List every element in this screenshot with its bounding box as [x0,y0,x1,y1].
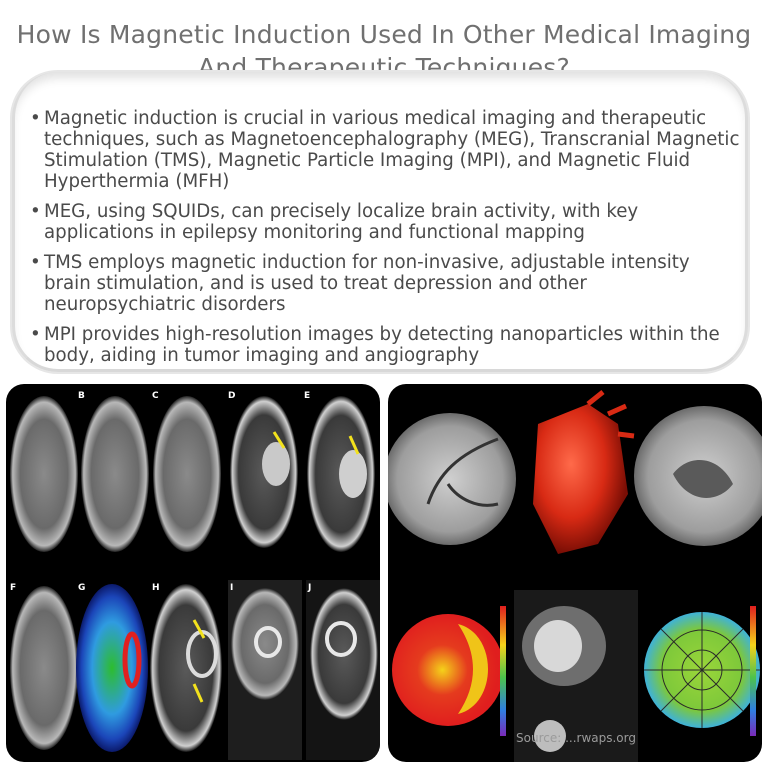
bullet-list: Magnetic induction is crucial in various… [30,108,742,375]
bullet-item: MEG, using SQUIDs, can precisely localiz… [30,201,742,243]
panel-label: G [78,583,85,593]
source-watermark: Source: ...rwaps.org [516,731,636,745]
brain-mri-collage-image: B C D E F G H I J [6,384,380,762]
panel-label: E [304,391,310,401]
panel-label: F [10,583,16,593]
panel-label: C [152,391,159,401]
bullet-item: MPI provides high-resolution images by d… [30,324,742,366]
panel-label: D [228,391,235,401]
bullet-item: TMS employs magnetic induction for non-i… [30,252,742,315]
bullet-item: Magnetic induction is crucial in various… [30,108,742,192]
panel-label: H [152,583,160,593]
panel-label: J [307,583,311,593]
panel-label: I [230,583,233,593]
panel-label: B [78,391,85,401]
page-title: How Is Magnetic Induction Used In Other … [16,20,752,82]
cardiac-imaging-collage-image: Source: ...rwaps.org [388,384,762,762]
